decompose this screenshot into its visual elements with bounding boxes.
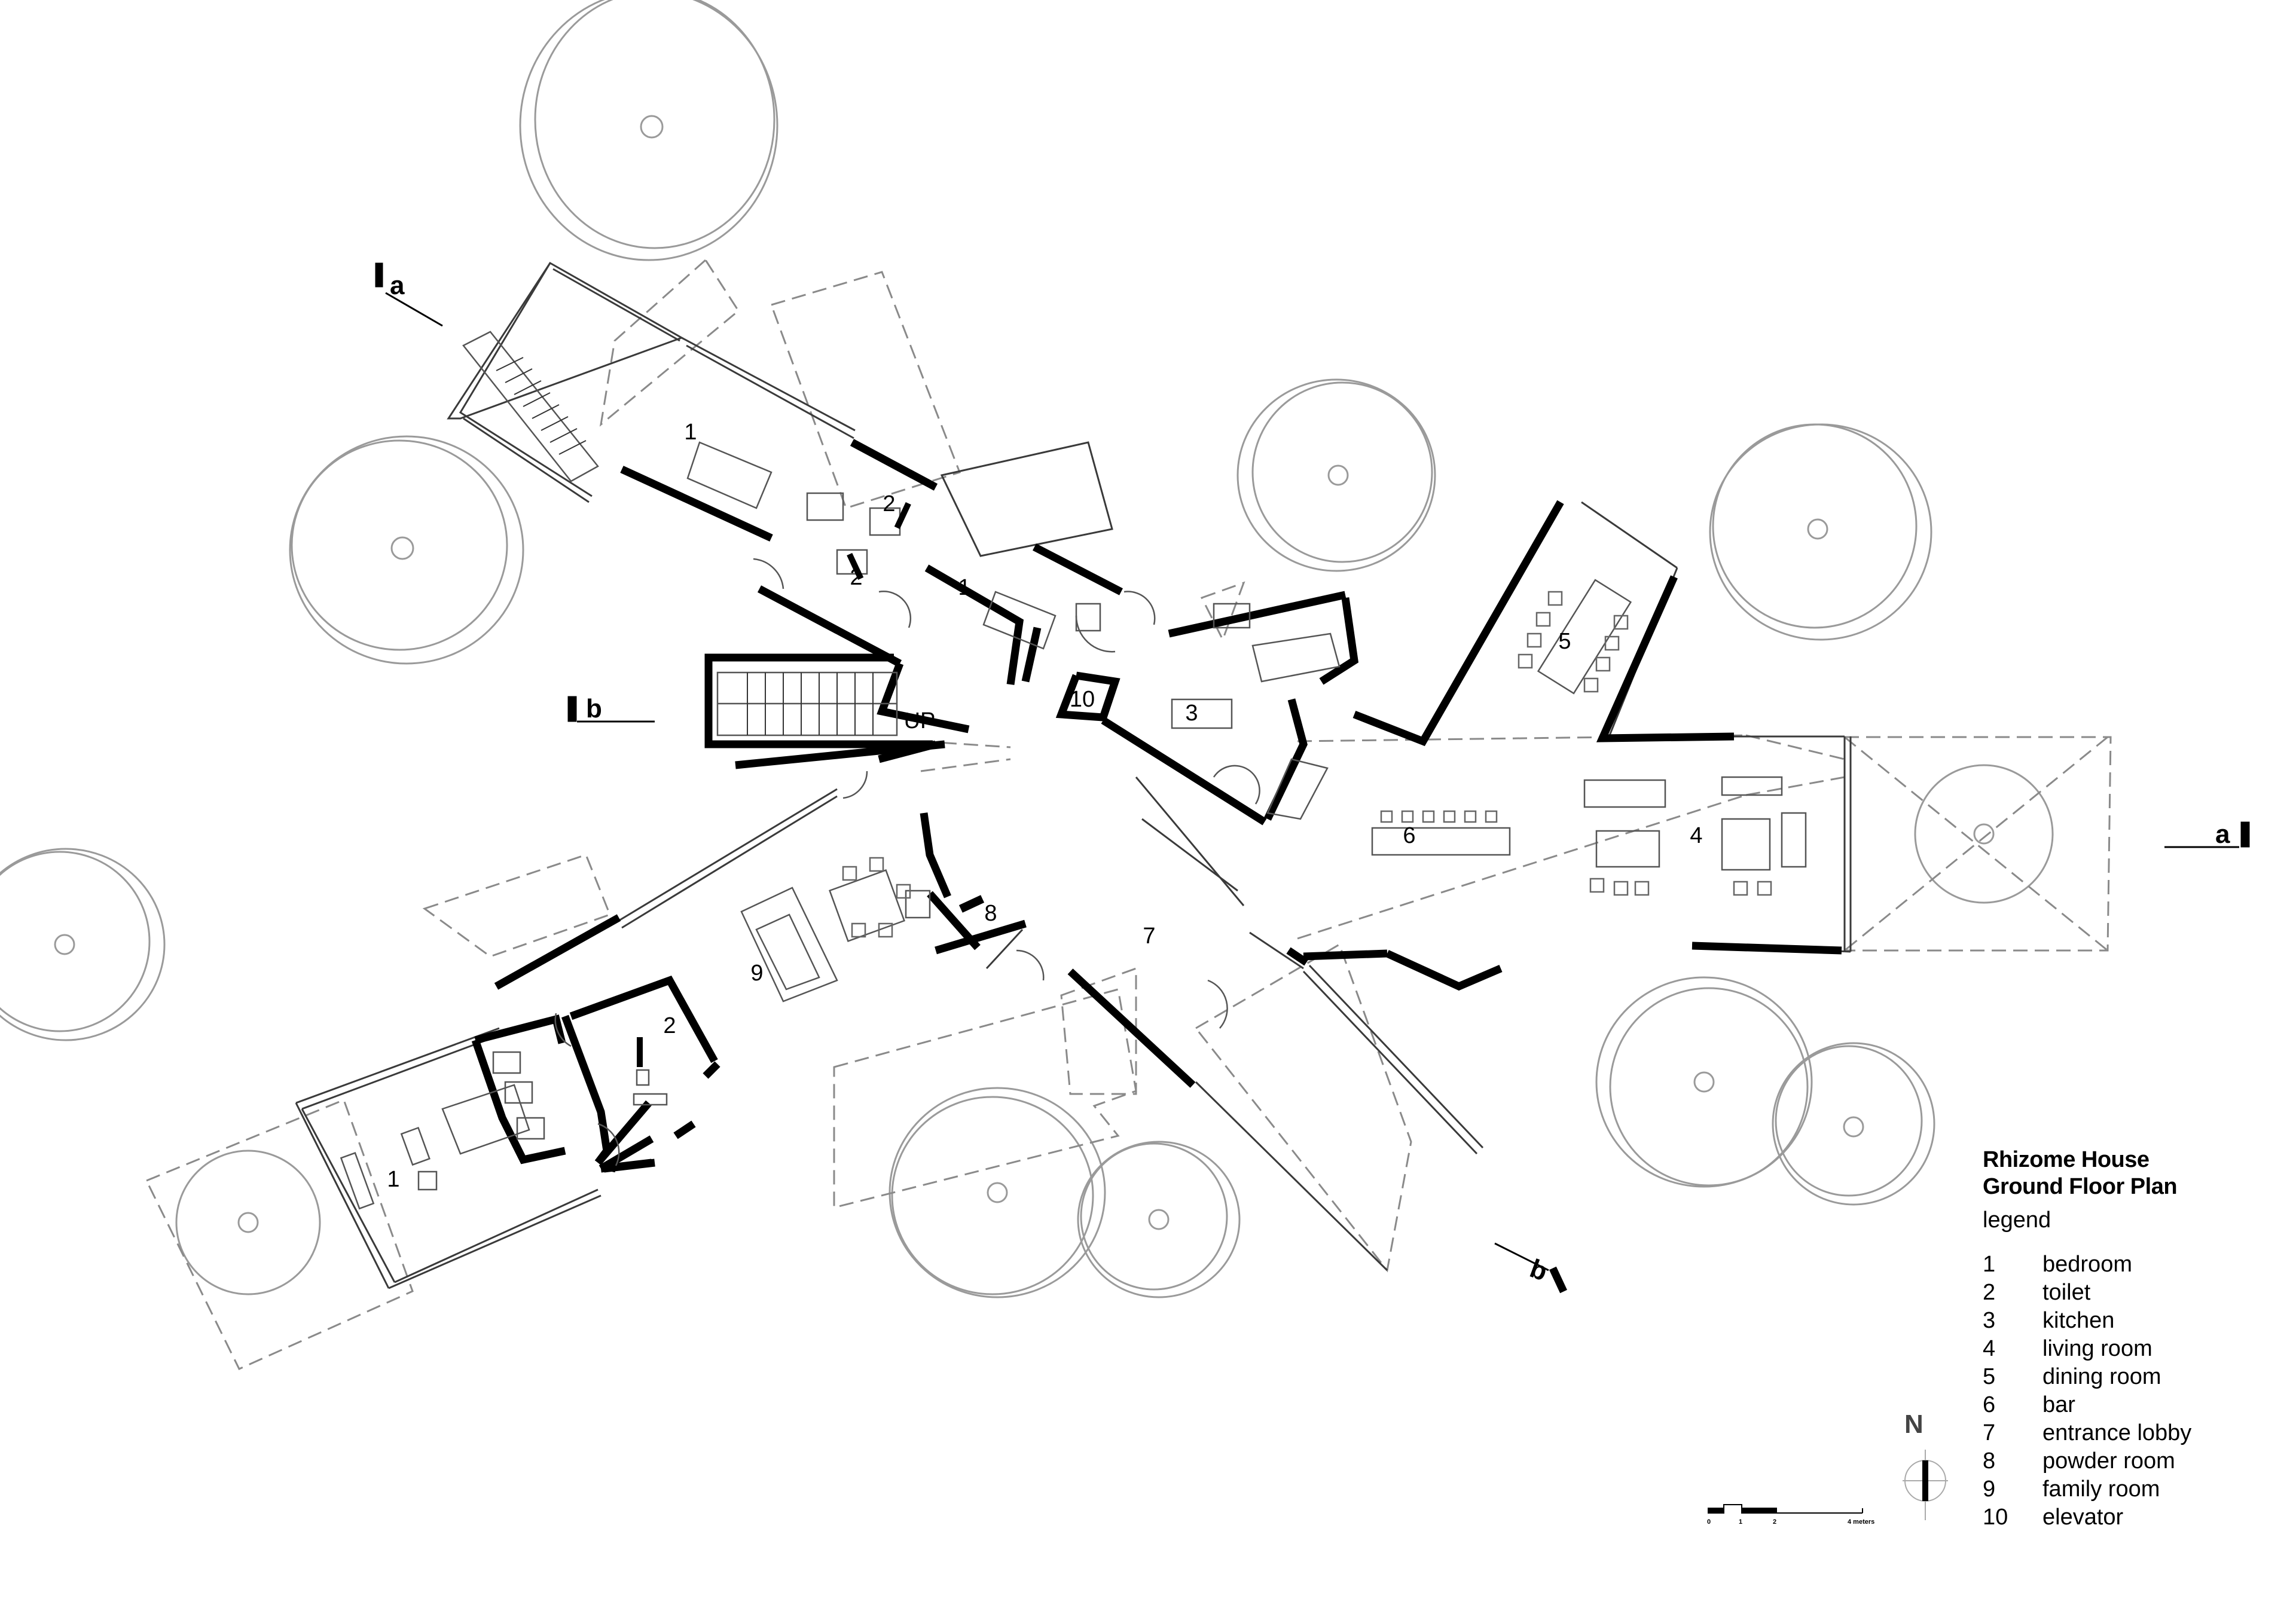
legend-num: 2 [1983, 1280, 1996, 1305]
room-living: 4 [1690, 823, 1702, 848]
tree-east-deck [1914, 764, 2054, 904]
section-b-left-label: b [586, 694, 602, 723]
legend-label: elevator [2042, 1505, 2124, 1530]
north-arrow-icon [1903, 1450, 1948, 1520]
legend-label: entrance lobby [2042, 1420, 2192, 1445]
legend-label: powder room [2042, 1448, 2175, 1474]
walls [471, 439, 1842, 1173]
room-toilet-sw: 2 [663, 1013, 676, 1038]
room-kitchen: 3 [1185, 701, 1198, 726]
tree-center-north [1236, 378, 1436, 572]
legend-num: 6 [1983, 1392, 1996, 1417]
legend-heading: legend [1983, 1208, 2051, 1233]
section-a-top-label: a [390, 271, 405, 300]
room-elevator: 10 [1070, 687, 1095, 712]
door-jambs [637, 502, 985, 1067]
legend-num: 8 [1983, 1448, 1996, 1474]
legend-num: 5 [1983, 1364, 1996, 1389]
building-outlines [295, 261, 1852, 1289]
room-bedroom-sw: 1 [387, 1167, 399, 1192]
room-bar: 6 [1403, 823, 1415, 848]
scale-tick-4: 4 meters [1848, 1518, 1874, 1526]
legend-num: 1 [1983, 1252, 1996, 1277]
room-toilet-nw-a: 2 [883, 491, 895, 516]
section-a-right-label: a [2215, 820, 2230, 849]
room-dining: 5 [1558, 629, 1571, 654]
scale-tick-1: 1 [1739, 1518, 1742, 1526]
legend-label: bar [2042, 1392, 2075, 1417]
plan-title-line2: Ground Floor Plan [1983, 1174, 2178, 1199]
tree-west [289, 435, 524, 665]
scale-tick-2: 2 [1773, 1518, 1776, 1526]
legend-label: living room [2042, 1336, 2152, 1361]
room-entrance: 7 [1143, 924, 1155, 949]
legend-label: family room [2042, 1477, 2160, 1502]
scale-tick-0: 0 [1707, 1518, 1711, 1526]
scale-bar: 0 1 2 4 meters [1707, 1504, 1874, 1526]
room-powder: 8 [984, 901, 997, 926]
tree-south-west [175, 1150, 321, 1295]
tree-south-center [889, 1087, 1241, 1298]
legend-label: kitchen [2042, 1308, 2115, 1333]
north-label: N [1904, 1410, 1923, 1439]
chairs [842, 591, 1772, 938]
tree-south-east [1595, 976, 1935, 1206]
legend-num: 9 [1983, 1477, 1996, 1502]
legend-num: 10 [1983, 1505, 2008, 1530]
room-bedroom-nw: 1 [684, 420, 697, 445]
interior-details [340, 331, 1807, 1210]
plan-title-line1: Rhizome House [1983, 1147, 2150, 1172]
legend-num: 3 [1983, 1308, 1996, 1333]
legend-num: 7 [1983, 1420, 1996, 1445]
legend-label: dining room [2042, 1364, 2161, 1389]
tree-north [519, 0, 778, 261]
section-markers [375, 262, 2250, 1294]
room-bedroom-n: 1 [958, 575, 970, 600]
terraces-dashed [145, 258, 2112, 1370]
stair-up-label: UP [904, 708, 936, 733]
legend-num: 4 [1983, 1336, 1996, 1361]
room-family: 9 [750, 961, 763, 986]
tree-far-west [0, 848, 166, 1041]
tree-east [1709, 423, 1932, 641]
legend-label: bedroom [2042, 1252, 2132, 1277]
trees [0, 0, 2054, 1298]
legend-label: toilet [2042, 1280, 2091, 1305]
